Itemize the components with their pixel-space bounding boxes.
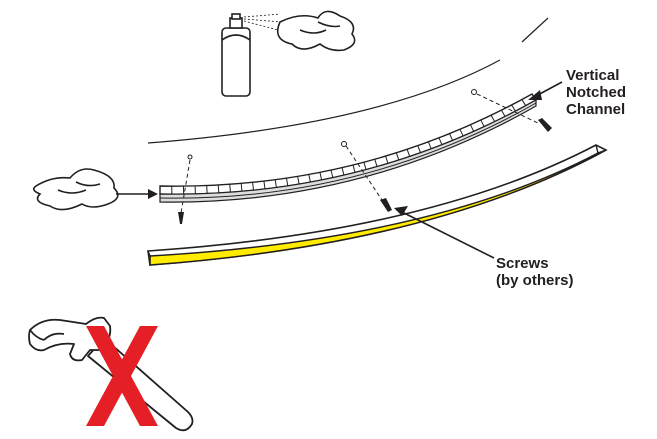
channel-notch xyxy=(511,104,516,112)
cloth-rag-icon xyxy=(276,10,356,52)
channel-notch xyxy=(229,184,231,193)
screw-left xyxy=(178,154,193,224)
channel-notch xyxy=(385,155,389,164)
channel-label-line2: Notched xyxy=(566,84,626,101)
channel-notch xyxy=(363,162,367,170)
channel-notch xyxy=(374,159,378,167)
screws-label-line2: (by others) xyxy=(496,272,574,289)
screw-right xyxy=(471,89,552,132)
channel-notch xyxy=(330,169,334,178)
channel-notch xyxy=(352,164,356,173)
yellow-strip xyxy=(147,144,608,266)
channel-notch xyxy=(319,172,323,181)
rag-arrow-head xyxy=(148,189,158,199)
channel-notch xyxy=(217,184,220,194)
channel-notch xyxy=(297,176,300,185)
channel-notch xyxy=(427,141,432,150)
channel-notch xyxy=(490,114,496,122)
screw-middle xyxy=(341,141,392,212)
wall-edge-curve-end xyxy=(521,17,549,43)
channel-notch xyxy=(500,109,506,117)
channel-notch xyxy=(480,119,485,127)
channel-label-line3: Channel xyxy=(566,101,625,118)
channel-notch xyxy=(274,179,277,188)
channel-notch xyxy=(395,152,400,161)
channel-notch xyxy=(406,149,411,157)
channel-notch xyxy=(469,124,475,132)
screws-pointer-head xyxy=(394,206,408,216)
wall-edge-curve xyxy=(147,59,501,144)
channel-notch xyxy=(438,137,443,145)
channel-notch xyxy=(521,99,527,106)
channel-notch xyxy=(308,174,311,183)
channel-notch xyxy=(417,145,421,153)
channel-notch xyxy=(240,183,243,192)
channel-label-line1: Vertical xyxy=(566,67,619,84)
cloth-rag-icon-left xyxy=(32,168,119,211)
channel-notch xyxy=(341,167,345,176)
channel-notch xyxy=(285,178,289,186)
spray-can-icon xyxy=(221,13,283,97)
channel-notch xyxy=(459,129,464,137)
channel-pointer-head xyxy=(528,90,542,100)
channel-notch xyxy=(252,182,255,191)
screws-label-line1: Screws xyxy=(496,255,549,272)
red-x-icon xyxy=(86,326,158,426)
channel-notch xyxy=(449,133,454,141)
notched-channel xyxy=(159,93,538,203)
channel-notch xyxy=(263,181,266,190)
screws-pointer-line xyxy=(401,211,495,259)
